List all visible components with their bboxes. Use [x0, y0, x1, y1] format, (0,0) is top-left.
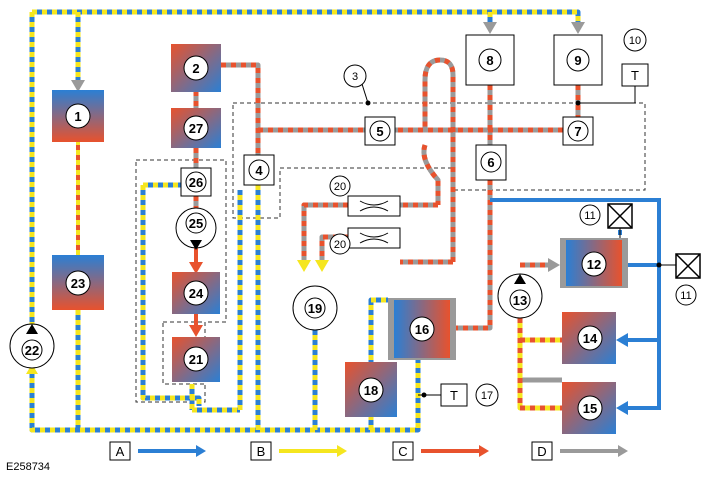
svg-text:A: A [116, 444, 125, 459]
svg-text:4: 4 [255, 163, 263, 178]
component-12: 12 [560, 238, 628, 288]
legend: A B C D [109, 441, 628, 461]
svg-text:27: 27 [189, 121, 203, 136]
svg-text:15: 15 [583, 401, 597, 416]
arrow-into-19b [315, 260, 329, 272]
component-27: 27 [171, 108, 221, 148]
svg-text:5: 5 [376, 124, 383, 139]
svg-text:1: 1 [74, 109, 81, 124]
svg-text:20: 20 [334, 239, 346, 251]
svg-text:T: T [631, 68, 639, 83]
arrow-into-1 [71, 80, 85, 92]
svg-text:25: 25 [189, 216, 203, 231]
svg-text:7: 7 [574, 124, 581, 139]
legend-item-b: B [250, 441, 347, 461]
arrow-into-9 [571, 22, 585, 34]
arrow-into-19a [297, 260, 311, 272]
svg-text:2: 2 [192, 61, 199, 76]
svg-text:3: 3 [352, 71, 358, 83]
component-5: 5 [364, 116, 396, 146]
svg-text:13: 13 [513, 293, 527, 308]
arrow-into-8 [483, 22, 497, 34]
svg-text:21: 21 [189, 352, 203, 367]
component-24: 24 [172, 272, 220, 314]
pump-19: 19 [292, 285, 338, 331]
component-4: 4 [243, 154, 275, 186]
flow-arrows [26, 22, 628, 415]
arrow-into-22 [26, 364, 38, 374]
component-21: 21 [172, 337, 220, 382]
component-6: 6 [475, 144, 507, 181]
svg-text:8: 8 [486, 53, 493, 68]
legend-item-d: D [531, 441, 628, 461]
component-2: 2 [171, 44, 221, 92]
svg-text:20: 20 [334, 181, 346, 193]
bleed-valve-11-lower: 11 [656, 253, 701, 306]
svg-text:24: 24 [189, 286, 204, 301]
component-15: 15 [562, 382, 616, 434]
svg-text:D: D [537, 444, 546, 459]
legend-item-c: C [392, 441, 489, 461]
arrow-into-12 [548, 258, 560, 272]
bleed-valve-11-upper: 11 [579, 203, 633, 238]
component-16: 16 [388, 298, 456, 360]
svg-text:16: 16 [415, 322, 429, 337]
component-18: 18 [345, 362, 397, 417]
callout-3: 3 [343, 64, 371, 106]
svg-text:18: 18 [364, 383, 378, 398]
restrictor-20-upper: 20 [329, 175, 401, 217]
svg-text:23: 23 [71, 276, 85, 291]
figure-id: E258734 [6, 461, 50, 473]
svg-text:17: 17 [481, 390, 493, 402]
temp-sensor-10: T 10 [575, 28, 649, 106]
component-9: 9 [553, 34, 603, 86]
arrow-into-24 [189, 262, 203, 274]
svg-text:11: 11 [680, 290, 691, 302]
legend-item-a: A [109, 441, 206, 461]
component-14: 14 [562, 312, 616, 364]
pump-13: 13 [497, 273, 543, 319]
restrictor-20-lower: 20 [329, 227, 401, 255]
svg-text:10: 10 [629, 35, 641, 47]
svg-text:11: 11 [584, 210, 595, 222]
svg-text:14: 14 [583, 331, 598, 346]
arrow-into-15 [616, 401, 628, 415]
svg-text:22: 22 [25, 343, 39, 358]
temp-sensor-17: T 17 [418, 383, 499, 407]
svg-text:B: B [257, 444, 266, 459]
svg-text:6: 6 [487, 155, 494, 170]
arrow-into-21 [189, 325, 203, 337]
pipe-blue-yellow [29, 9, 581, 433]
component-23: 23 [52, 255, 104, 310]
svg-text:9: 9 [574, 53, 581, 68]
component-7: 7 [562, 116, 594, 146]
pump-25: 25 [175, 207, 217, 250]
svg-text:C: C [398, 444, 407, 459]
component-26: 26 [180, 167, 212, 197]
pump-22: 22 [9, 323, 55, 369]
component-8: 8 [465, 34, 515, 86]
component-1: 1 [52, 90, 104, 142]
module-boundary-3 [232, 102, 646, 219]
svg-text:12: 12 [587, 257, 601, 272]
svg-text:19: 19 [308, 301, 322, 316]
arrow-into-14 [616, 333, 628, 347]
svg-text:T: T [450, 388, 458, 403]
svg-text:26: 26 [189, 175, 203, 190]
module-boundary-left [135, 159, 227, 403]
